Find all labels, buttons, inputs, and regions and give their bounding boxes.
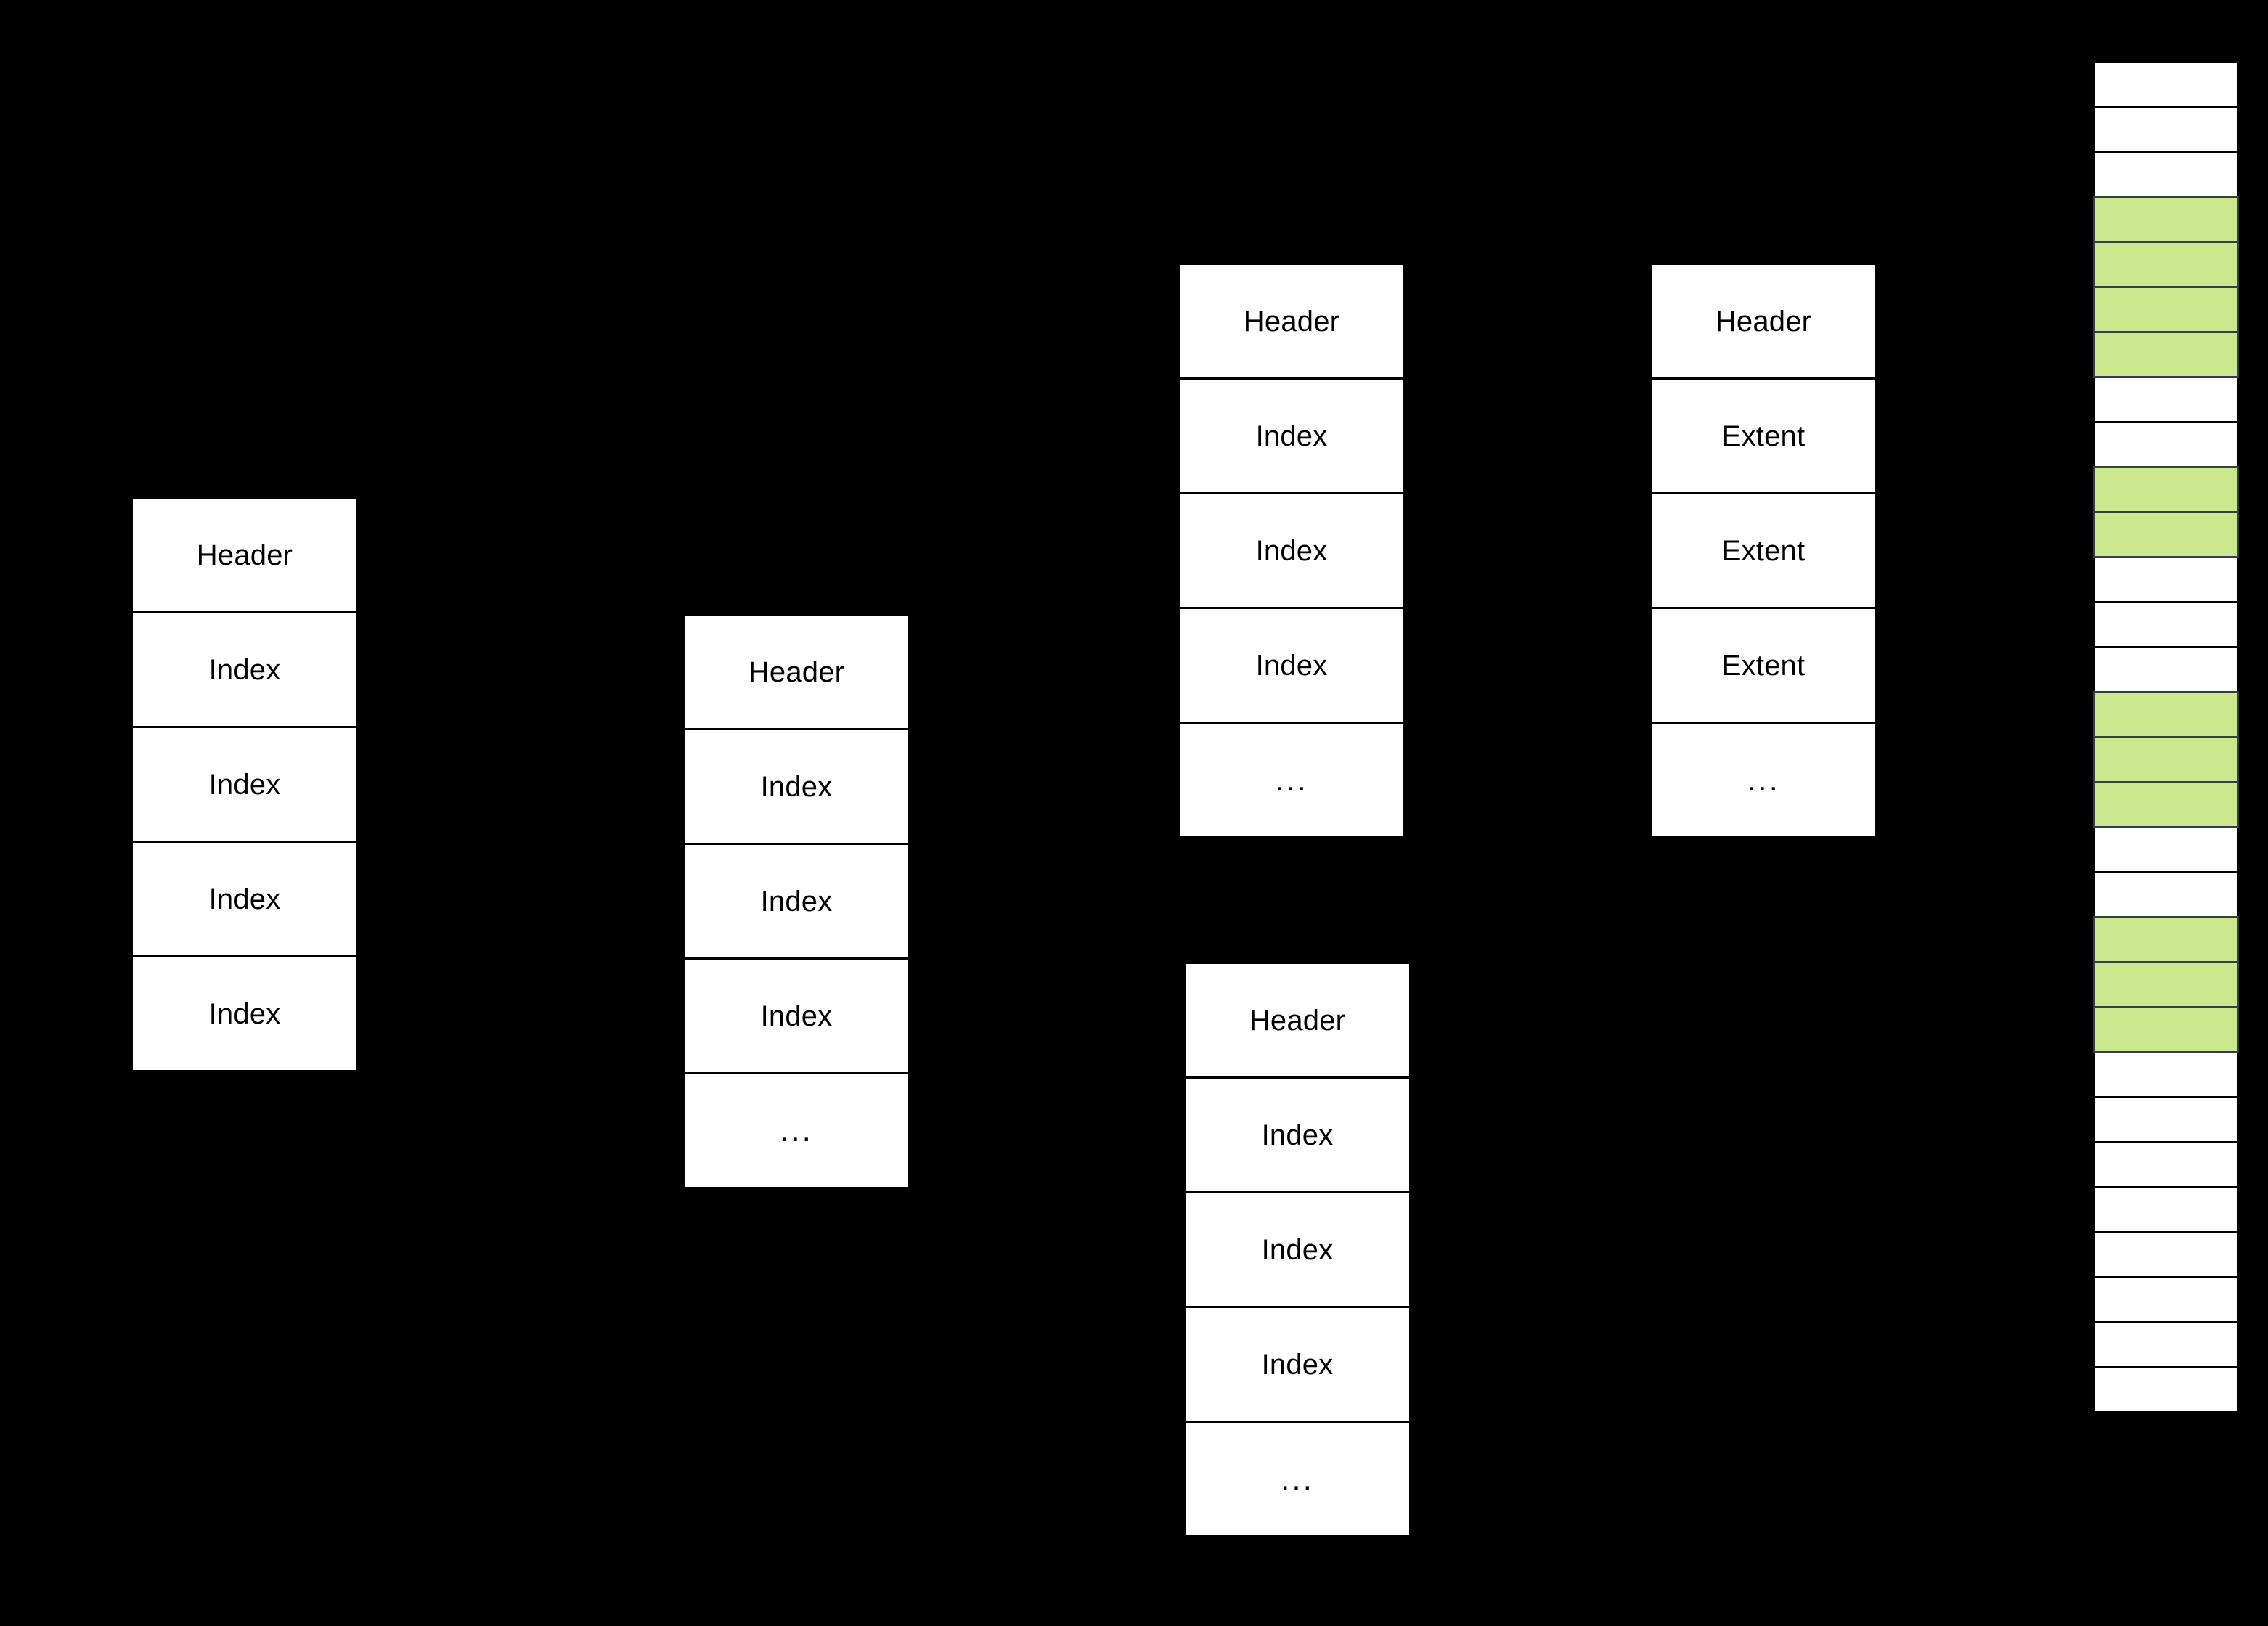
disk-block-29-free: [2093, 1366, 2239, 1413]
disk-block-strip: [2093, 61, 2239, 1413]
extent-block-cell-extent-2: Extent: [1649, 492, 1877, 609]
index-block-2-cell-ellipsis-4: ...: [682, 1072, 910, 1189]
disk-block-23-free: [2093, 1096, 2239, 1143]
disk-block-15-allocated: [2093, 736, 2239, 783]
disk-block-19-allocated: [2093, 916, 2239, 963]
extent-block-cell-extent-1: Extent: [1649, 377, 1877, 494]
index-block-1-cell-index-4: Index: [131, 955, 359, 1072]
index-block-4-cell-index-3: Index: [1183, 1306, 1411, 1423]
index-block-1-cell-header-0: Header: [131, 497, 359, 613]
index-block-3-cell-index-1: Index: [1178, 377, 1406, 494]
extent-block-cell-ellipsis-4: ...: [1649, 722, 1877, 838]
disk-block-4-allocated: [2093, 241, 2239, 288]
index-block-2-cell-header-0: Header: [682, 613, 910, 730]
index-block-2-cell-index-3: Index: [682, 957, 910, 1074]
disk-block-14-allocated: [2093, 691, 2239, 738]
disk-block-1-free: [2093, 106, 2239, 153]
disk-block-13-free: [2093, 646, 2239, 693]
disk-block-26-free: [2093, 1231, 2239, 1278]
index-block-1-cell-index-1: Index: [131, 611, 359, 728]
disk-block-0-free: [2093, 61, 2239, 108]
index-block-1-cell-index-2: Index: [131, 726, 359, 843]
disk-block-28-free: [2093, 1321, 2239, 1368]
index-block-3-cell-header-0: Header: [1178, 263, 1406, 380]
index-block-2-cell-index-2: Index: [682, 843, 910, 960]
disk-block-2-free: [2093, 151, 2239, 198]
extent-block-cell-extent-3: Extent: [1649, 607, 1877, 724]
disk-block-3-allocated: [2093, 196, 2239, 243]
index-block-4-cell-ellipsis-4: ...: [1183, 1421, 1411, 1537]
disk-block-25-free: [2093, 1186, 2239, 1233]
disk-block-12-free: [2093, 601, 2239, 648]
disk-block-27-free: [2093, 1276, 2239, 1323]
disk-block-11-free: [2093, 556, 2239, 603]
disk-block-6-allocated: [2093, 331, 2239, 378]
disk-block-16-allocated: [2093, 781, 2239, 828]
extent-block-cell-header-0: Header: [1649, 263, 1877, 380]
disk-block-10-allocated: [2093, 511, 2239, 558]
disk-block-21-allocated: [2093, 1006, 2239, 1053]
index-block-3-cell-index-3: Index: [1178, 607, 1406, 724]
disk-block-20-allocated: [2093, 961, 2239, 1008]
index-block-4-cell-index-2: Index: [1183, 1191, 1411, 1308]
index-block-1-cell-index-3: Index: [131, 841, 359, 957]
index-block-4-cell-header-0: Header: [1183, 962, 1411, 1079]
index-block-2-cell-index-1: Index: [682, 728, 910, 845]
disk-block-5-allocated: [2093, 286, 2239, 333]
index-block-3-cell-ellipsis-4: ...: [1178, 722, 1406, 838]
disk-block-7-free: [2093, 376, 2239, 423]
disk-block-8-free: [2093, 421, 2239, 468]
disk-block-18-free: [2093, 871, 2239, 918]
disk-block-17-free: [2093, 826, 2239, 873]
disk-block-22-free: [2093, 1051, 2239, 1098]
disk-block-24-free: [2093, 1141, 2239, 1188]
disk-block-9-allocated: [2093, 466, 2239, 513]
index-block-4-cell-index-1: Index: [1183, 1076, 1411, 1193]
index-block-3-cell-index-2: Index: [1178, 492, 1406, 609]
